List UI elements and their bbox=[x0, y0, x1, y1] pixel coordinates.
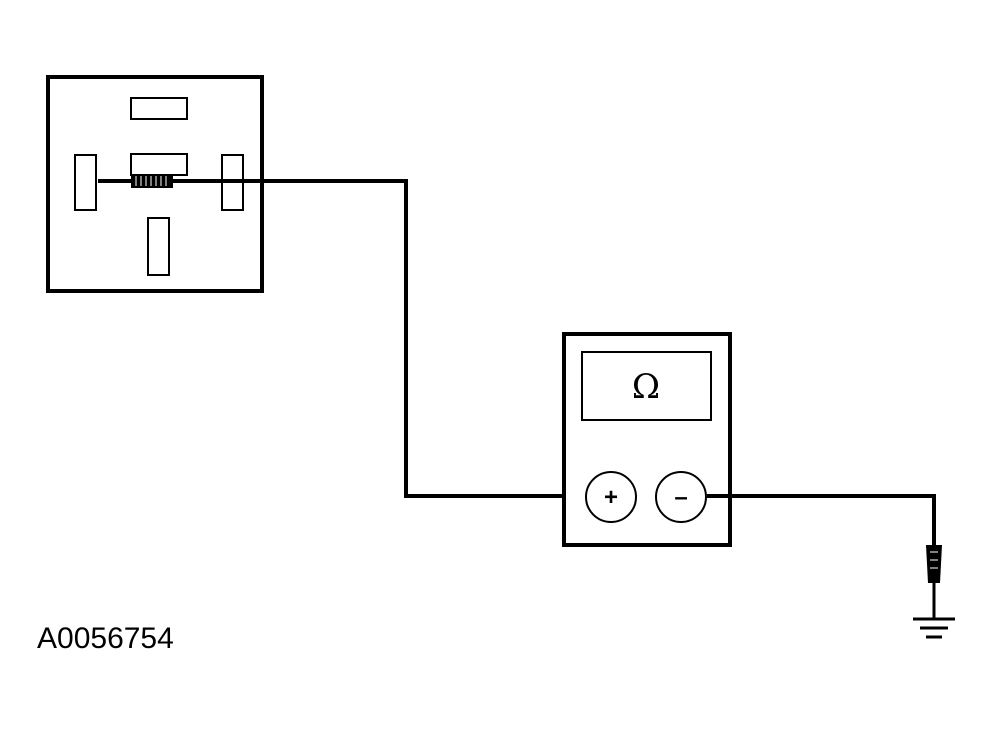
terminal-slot-center bbox=[130, 153, 188, 176]
ground-symbol-icon bbox=[913, 617, 955, 639]
positive-terminal bbox=[585, 471, 637, 523]
terminal-slot-top bbox=[130, 97, 188, 120]
ohm-symbol: Ω bbox=[632, 367, 660, 407]
probe-tip-icon bbox=[131, 174, 173, 188]
terminal-slot-bottom bbox=[147, 217, 170, 276]
negative-terminal bbox=[655, 471, 707, 523]
negative-terminal-symbol: – bbox=[674, 484, 687, 511]
terminal-slot-left bbox=[74, 154, 97, 211]
multimeter-display bbox=[581, 351, 712, 421]
figure-id-label: A0056754 bbox=[37, 622, 174, 655]
positive-test-lead bbox=[98, 179, 585, 498]
ground-probe-icon bbox=[926, 545, 942, 618]
multimeter: Ω + – bbox=[562, 332, 732, 547]
negative-test-lead bbox=[707, 494, 936, 545]
positive-terminal-symbol: + bbox=[604, 484, 618, 511]
